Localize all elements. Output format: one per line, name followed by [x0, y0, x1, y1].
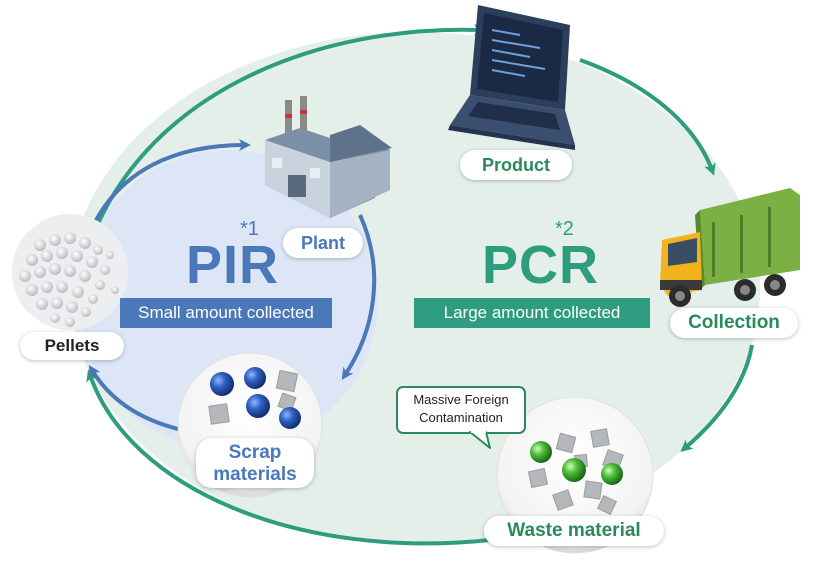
- scrap-label-line1: Scrap: [228, 442, 282, 463]
- waste-material-icon: [496, 396, 654, 554]
- scrap-label-line2: materials: [213, 464, 297, 485]
- pcr-banner: Large amount collected: [414, 298, 650, 328]
- arrow-pellets-to-product: [90, 23, 486, 239]
- arrow-pellets-to-plant: [90, 139, 251, 229]
- arrow-scrap-to-pellets: [88, 364, 183, 432]
- pellets-icon: [12, 214, 128, 330]
- waste-label: Waste material: [484, 516, 664, 546]
- callout-line1: Massive Foreign: [413, 392, 509, 407]
- pir-footnote: *1: [240, 218, 259, 240]
- product-label: Product: [460, 150, 572, 180]
- pcr-title: PCR: [482, 235, 600, 295]
- factory-icon: [265, 96, 392, 218]
- pcr-footnote: *2: [555, 218, 574, 240]
- garbage-truck-icon: [660, 188, 800, 307]
- callout-text: Massive Foreign Contamination: [397, 391, 525, 427]
- pir-title: PIR: [186, 235, 280, 295]
- collection-label: Collection: [670, 308, 798, 338]
- plant-label: Plant: [283, 228, 363, 258]
- pir-banner: Small amount collected: [120, 298, 332, 328]
- arrow-collection-to-waste: [680, 344, 754, 452]
- contamination-callout: [396, 386, 526, 449]
- callout-line2: Contamination: [419, 410, 503, 425]
- pellets-label: Pellets: [20, 332, 124, 360]
- scrap-label: Scrap materials: [196, 438, 314, 488]
- laptop-icon: [448, 5, 575, 150]
- arrow-plant-to-scrap: [341, 214, 377, 380]
- arrow-waste-to-pellets: [86, 369, 491, 546]
- arrow-product-to-collection: [579, 58, 716, 176]
